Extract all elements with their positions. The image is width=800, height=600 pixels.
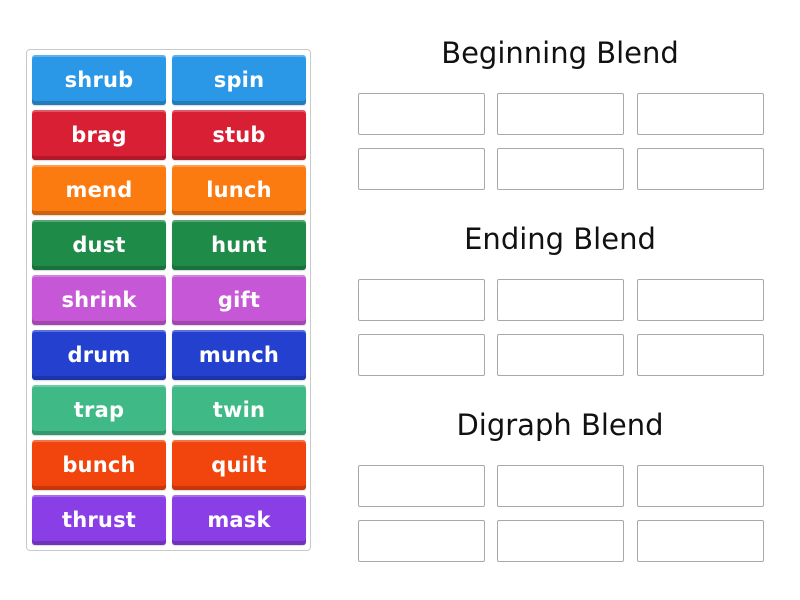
drop-slot-ending-2[interactable] — [497, 279, 624, 321]
drop-slot-digraph-3[interactable] — [637, 465, 764, 507]
word-tile-drum[interactable]: drum — [32, 330, 166, 380]
word-tile-shrink[interactable]: shrink — [32, 275, 166, 325]
drop-slot-digraph-5[interactable] — [497, 520, 624, 562]
drop-slot-ending-4[interactable] — [358, 334, 485, 376]
drop-slot-beginning-1[interactable] — [358, 93, 485, 135]
word-tile-shrub[interactable]: shrub — [32, 55, 166, 105]
word-tile-twin[interactable]: twin — [172, 385, 306, 435]
word-tile-bunch[interactable]: bunch — [32, 440, 166, 490]
word-tile-lunch[interactable]: lunch — [172, 165, 306, 215]
word-tile-mask[interactable]: mask — [172, 495, 306, 545]
drop-slot-digraph-6[interactable] — [637, 520, 764, 562]
drop-slot-digraph-1[interactable] — [358, 465, 485, 507]
drop-slot-beginning-4[interactable] — [358, 148, 485, 190]
word-tile-spin[interactable]: spin — [172, 55, 306, 105]
word-tile-hunt[interactable]: hunt — [172, 220, 306, 270]
word-tile-dust[interactable]: dust — [32, 220, 166, 270]
drop-slot-ending-5[interactable] — [497, 334, 624, 376]
drop-slot-beginning-2[interactable] — [497, 93, 624, 135]
group-heading-digraph-blend: Digraph Blend — [456, 408, 664, 442]
drop-slot-beginning-5[interactable] — [497, 148, 624, 190]
word-tile-quilt[interactable]: quilt — [172, 440, 306, 490]
drop-slot-beginning-6[interactable] — [637, 148, 764, 190]
word-tile-mend[interactable]: mend — [32, 165, 166, 215]
group-heading-beginning-blend: Beginning Blend — [441, 36, 679, 70]
drop-slot-ending-6[interactable] — [637, 334, 764, 376]
drop-slot-beginning-3[interactable] — [637, 93, 764, 135]
word-tile-stub[interactable]: stub — [172, 110, 306, 160]
drop-slot-ending-1[interactable] — [358, 279, 485, 321]
drop-slot-ending-3[interactable] — [637, 279, 764, 321]
drop-slot-digraph-2[interactable] — [497, 465, 624, 507]
group-heading-ending-blend: Ending Blend — [464, 222, 656, 256]
word-tile-munch[interactable]: munch — [172, 330, 306, 380]
word-tile-gift[interactable]: gift — [172, 275, 306, 325]
drop-slot-digraph-4[interactable] — [358, 520, 485, 562]
word-tile-thrust[interactable]: thrust — [32, 495, 166, 545]
word-tile-trap[interactable]: trap — [32, 385, 166, 435]
word-tile-brag[interactable]: brag — [32, 110, 166, 160]
